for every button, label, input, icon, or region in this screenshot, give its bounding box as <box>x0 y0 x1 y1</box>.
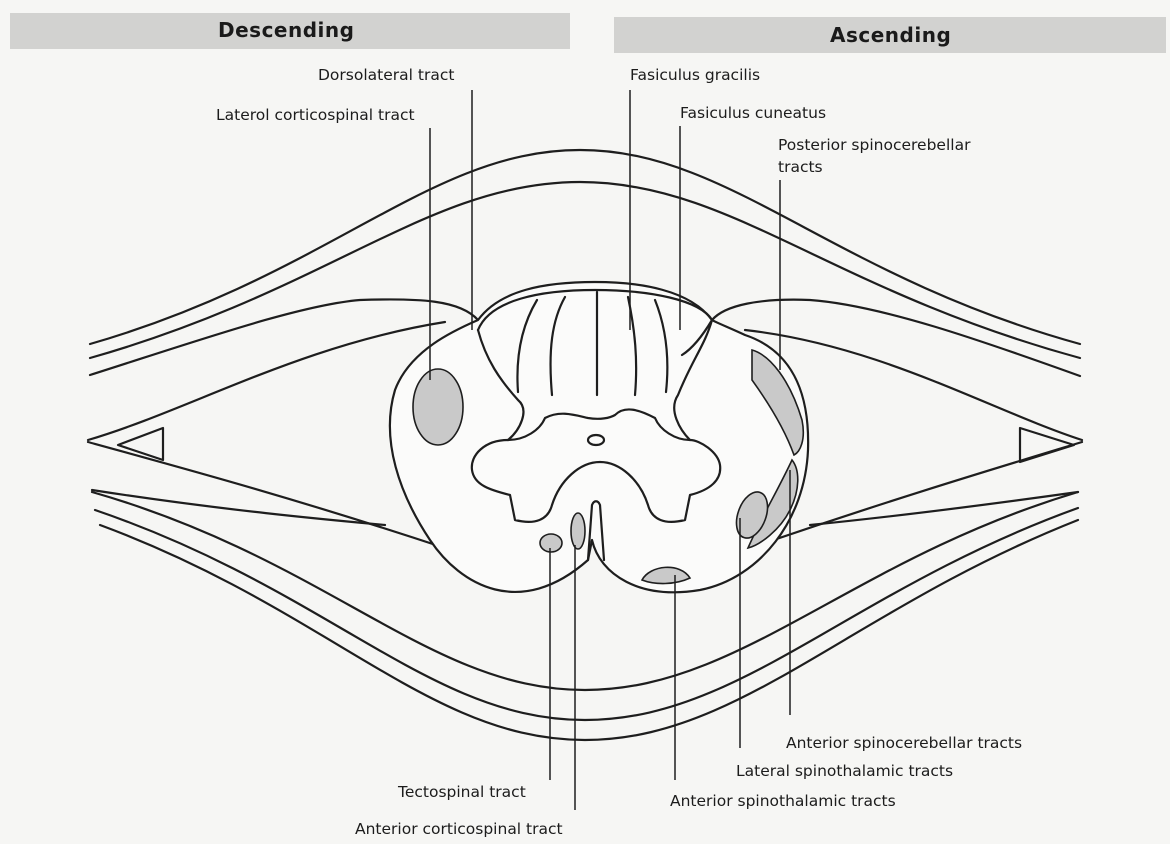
right-root-lower <box>810 492 1078 525</box>
tectospinal-tract-area <box>540 534 562 552</box>
label-anterior-spinothalamic-tracts: Anterior spinothalamic tracts <box>670 792 896 810</box>
lateral-corticospinal-tract-area <box>413 369 463 445</box>
label-lateral-spinothalamic-tracts: Lateral spinothalamic tracts <box>736 762 953 780</box>
left-side-membrane-lower <box>88 442 445 548</box>
anterior-corticospinal-tract-area <box>571 513 585 549</box>
label-posterior-spinocerebellar-2: tracts <box>778 158 823 176</box>
right-denticulate-triangle <box>1020 428 1074 462</box>
label-anterior-spinocerebellar-tracts: Anterior spinocerebellar tracts <box>786 734 1022 752</box>
label-posterior-spinocerebellar-1: Posterior spinocerebellar <box>778 136 970 154</box>
label-lateral-corticospinal-tract: Laterol corticospinal tract <box>216 106 415 124</box>
label-dorsolateral-tract: Dorsolateral tract <box>318 66 454 84</box>
left-root-lower <box>92 490 385 525</box>
label-fasciculus-cuneatus: Fasiculus cuneatus <box>680 104 826 122</box>
label-anterior-corticospinal-tract: Anterior corticospinal tract <box>355 820 563 838</box>
label-tectospinal-tract: Tectospinal tract <box>398 783 526 801</box>
left-denticulate-triangle <box>118 428 163 460</box>
label-fasciculus-gracilis: Fasiculus gracilis <box>630 66 760 84</box>
